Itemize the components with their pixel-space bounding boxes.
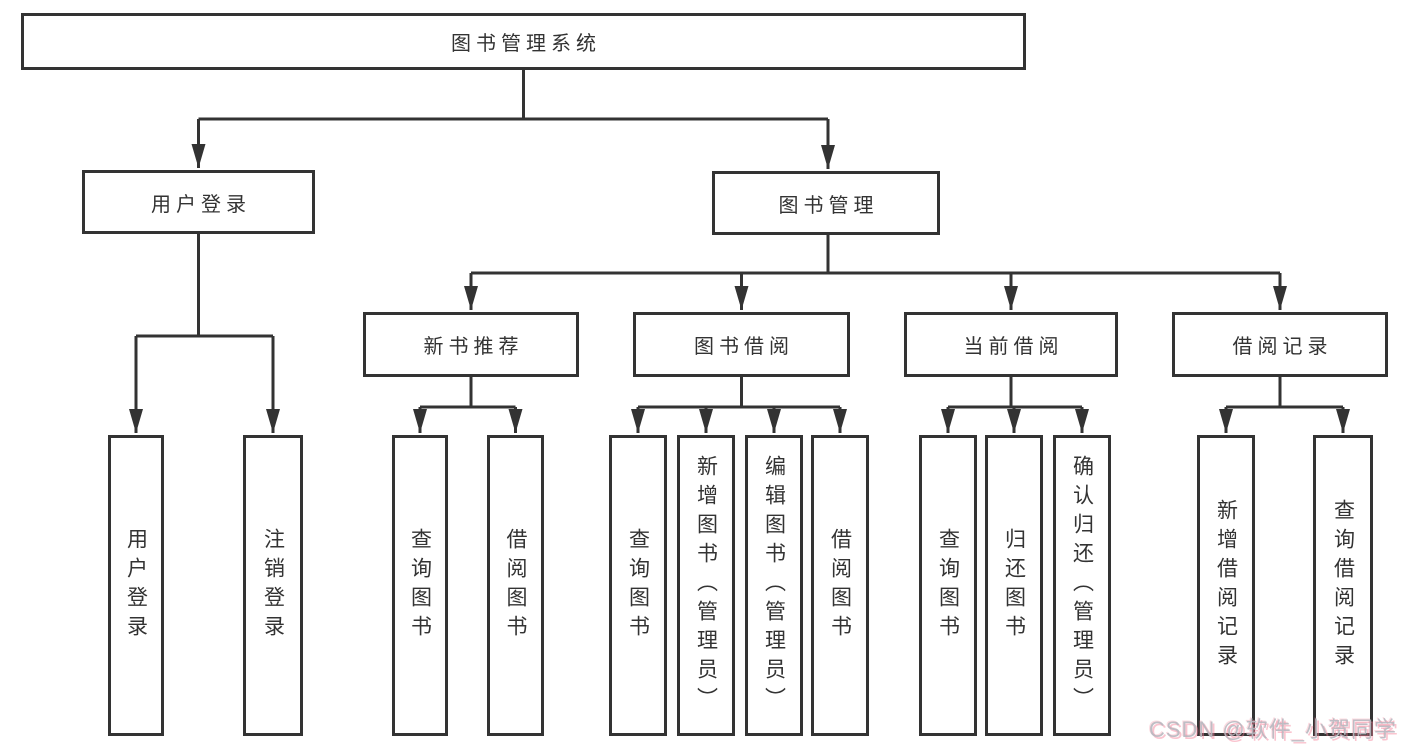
leaf-recommend-query-books: 查询图书	[392, 435, 448, 736]
leaf-borrowing-query-books: 查询图书	[609, 435, 667, 736]
leaf-records-add-borrow-record: 新增借阅记录	[1197, 435, 1255, 736]
leaf-borrowing-borrow-books: 借阅图书	[811, 435, 869, 736]
leaf-label: 用户登录	[124, 527, 148, 644]
leaf-label: 查询借阅记录	[1331, 498, 1355, 673]
leaf-label: 新增借阅记录	[1214, 498, 1238, 673]
node-current-borrowing: 当前借阅	[904, 312, 1118, 377]
leaf-current-return-books: 归还图书	[985, 435, 1043, 736]
leaf-label: 借阅图书	[828, 527, 852, 644]
node-book-management: 图书管理	[712, 171, 940, 235]
leaf-records-query-borrow-record: 查询借阅记录	[1313, 435, 1373, 736]
node-library-management-system: 图书管理系统	[21, 13, 1026, 70]
leaf-current-confirm-return-admin: 确认归还（管理员）	[1053, 435, 1111, 736]
leaf-user-login: 用户登录	[108, 435, 164, 736]
leaf-label: 编辑图书（管理员）	[762, 455, 786, 716]
leaf-label: 查询图书	[936, 527, 960, 644]
node-book-borrowing: 图书借阅	[633, 312, 850, 377]
leaf-recommend-borrow-books: 借阅图书	[487, 435, 544, 736]
leaf-label: 查询图书	[408, 527, 432, 644]
node-borrowing-records: 借阅记录	[1172, 312, 1388, 377]
leaf-label: 确认归还（管理员）	[1070, 455, 1094, 716]
leaf-label: 归还图书	[1002, 527, 1026, 644]
leaf-label: 查询图书	[626, 527, 650, 644]
leaf-label: 注销登录	[261, 527, 285, 644]
leaf-label: 新增图书（管理员）	[694, 455, 718, 716]
node-new-book-recommendation: 新书推荐	[363, 312, 579, 377]
leaf-current-query-books: 查询图书	[919, 435, 977, 736]
node-user-login: 用户登录	[82, 170, 315, 234]
leaf-label: 借阅图书	[504, 527, 527, 644]
leaf-logout-login: 注销登录	[243, 435, 303, 736]
leaf-borrowing-add-books-admin: 新增图书（管理员）	[677, 435, 735, 736]
leaf-borrowing-edit-books-admin: 编辑图书（管理员）	[745, 435, 803, 736]
